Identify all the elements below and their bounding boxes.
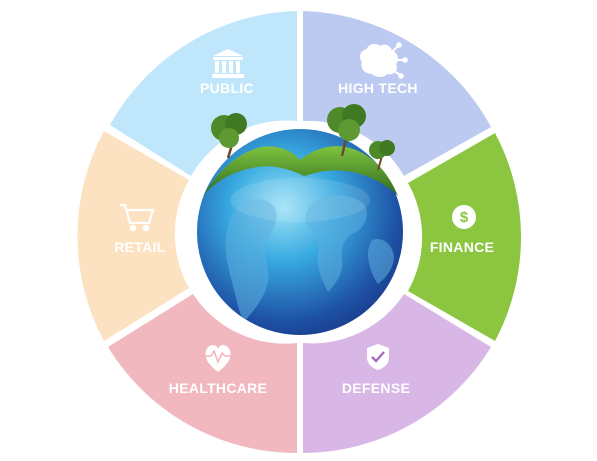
segment-retail [77,131,189,341]
shopping-cart-icon [120,203,155,232]
tree-left [211,113,247,159]
segment-label-defense: DEFENSE [342,380,410,396]
segment-label-high-tech: HIGH TECH [338,80,418,96]
segment-public [110,11,297,176]
segment-label-retail: RETAIL [114,239,165,255]
heart-pulse-icon [204,345,232,372]
earth-globe-with-trees-icon [197,104,403,335]
bank-icon [212,49,244,78]
dollar-coin-icon: $ [452,205,476,229]
segment-defense [303,294,491,453]
segment-finance [408,133,521,341]
segment-label-public: PUBLIC [200,80,254,96]
grass-cap [203,146,398,196]
segment-high-tech [303,11,491,176]
tree-middle [327,104,366,157]
brain-circuit-icon [359,42,408,79]
segment-label-finance: FINANCE [430,239,494,255]
tree-right [369,140,395,171]
svg-text:$: $ [460,209,469,226]
segment-healthcare [108,294,297,454]
segment-label-healthcare: HEALTHCARE [169,380,267,396]
shield-check-icon [367,344,389,370]
